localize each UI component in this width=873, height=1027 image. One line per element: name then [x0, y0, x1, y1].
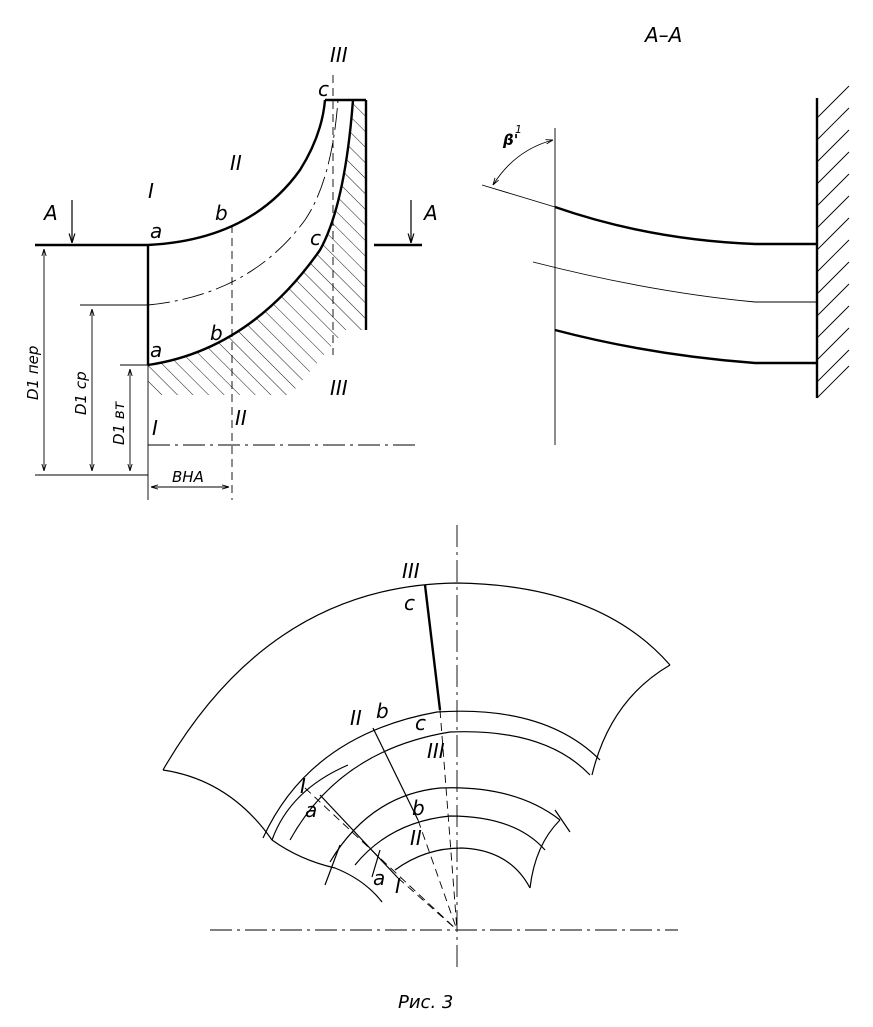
- inlet-tangent: [481, 184, 556, 208]
- label-station-II-bottom: II: [235, 406, 247, 430]
- label-dim-mean: D1 ср: [72, 371, 90, 415]
- arc-inner-1: [329, 787, 561, 863]
- figure-caption: Рис. 3: [398, 992, 453, 1013]
- hub-boundary: [271, 839, 383, 903]
- label-point-c-hub: c: [310, 226, 321, 250]
- label-dim-outer: D1 пер: [24, 346, 42, 400]
- arc-II: [262, 710, 601, 839]
- label-dim-width: BHA: [172, 468, 204, 486]
- blade-line-b: [372, 727, 419, 821]
- radial-shroud: [304, 787, 458, 931]
- outer-arc: [162, 582, 671, 771]
- radial-b: [417, 819, 458, 931]
- label-angle: β': [502, 131, 518, 149]
- label-point-b-top: b: [215, 201, 228, 225]
- label-station-III-top: III: [330, 43, 348, 67]
- tick-2: [371, 849, 381, 878]
- outer-right-edge: [591, 664, 671, 776]
- label-station-I-bottom: I: [152, 416, 158, 440]
- plan-label-a-low: a: [373, 866, 385, 890]
- outer-left-edge: [162, 769, 273, 841]
- section-title: A–A: [643, 23, 682, 47]
- label-point-c-top: c: [318, 77, 329, 101]
- plan-label-III-top: III: [402, 559, 420, 583]
- shroud-curve: [147, 99, 327, 247]
- arc-inner-2: [354, 815, 546, 866]
- label-point-a-hub: a: [150, 338, 162, 362]
- plan-label-b-mid: b: [412, 796, 425, 820]
- tick-3: [554, 809, 571, 833]
- plan-label-I: I: [300, 774, 306, 798]
- plan-label-II-low: II: [410, 826, 422, 850]
- profile-top: [554, 205, 817, 246]
- profile-bottom: [554, 328, 817, 365]
- plan-label-c-mid: c: [415, 711, 426, 735]
- meridional-view: A A I II III a b c c a b I II III D1 пер…: [24, 43, 438, 500]
- label-section-left: A: [42, 201, 58, 225]
- blade-line-c: [423, 584, 442, 711]
- section-view: A–A β' 1: [481, 23, 850, 445]
- plan-label-b-top: b: [376, 699, 389, 723]
- plan-label-c-top: c: [404, 591, 415, 615]
- section-wall-hatching: [816, 85, 850, 399]
- profile-mean: [532, 261, 817, 303]
- plan-label-II: II: [350, 706, 362, 730]
- label-angle-sub: 1: [515, 123, 522, 136]
- tick-1: [324, 844, 341, 886]
- label-station-I-top: I: [148, 179, 154, 203]
- label-point-a-top: a: [150, 219, 162, 243]
- radial-c: [439, 709, 458, 931]
- arc-II-inner: [289, 731, 591, 841]
- plan-label-I-low: I: [395, 874, 401, 898]
- label-station-II-top: II: [230, 151, 242, 175]
- mean-streamline: [147, 99, 339, 306]
- hub-hatching: [148, 100, 366, 395]
- hub-curve: [147, 99, 355, 367]
- angle-arc: [493, 140, 553, 185]
- label-section-right: A: [422, 201, 438, 225]
- blade-line-a: [319, 794, 399, 879]
- label-dim-inner: D1 вт: [110, 400, 128, 445]
- arc-I: [271, 764, 349, 841]
- radial-a: [397, 877, 458, 931]
- plan-label-a-top: a: [305, 798, 317, 822]
- label-station-III-bottom: III: [330, 376, 348, 400]
- hub-boundary-right: [529, 819, 561, 889]
- label-point-b-hub: b: [210, 321, 223, 345]
- arc-inner-3: [394, 847, 531, 889]
- plan-label-III-mid: III: [427, 739, 445, 763]
- plan-view: III c II b c III I a b II a I Рис. 3: [162, 525, 678, 1013]
